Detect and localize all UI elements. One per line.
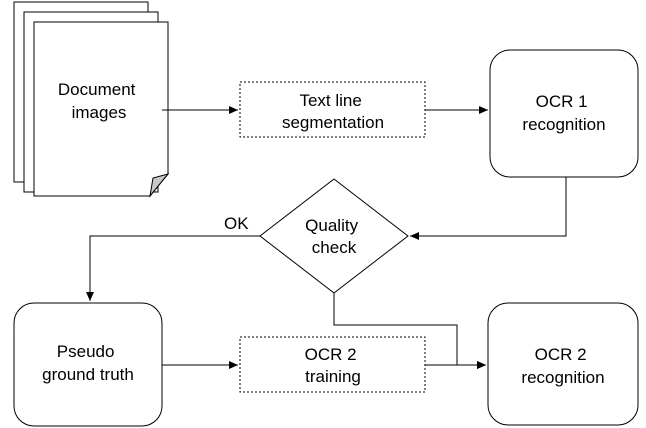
edge-ocr1-to-quality-check <box>410 177 567 240</box>
quality-check-label-2: check <box>312 238 357 257</box>
svg-text:OCR 2 recognition: OCR 2 recognition <box>521 345 604 387</box>
ocr2-training-label-2: training <box>305 367 361 386</box>
page-fold-icon <box>149 173 170 198</box>
pseudo-ground-truth-label-2: ground truth <box>42 365 134 384</box>
svg-text:Quality check: Quality check <box>305 216 363 257</box>
document-images-label-1: Document <box>58 80 136 99</box>
ocr2-recognition-label-2: recognition <box>521 368 604 387</box>
ocr2-training-node: OCR 2 training <box>239 336 426 393</box>
ocr2-recognition-label-1: OCR 2 <box>535 345 587 364</box>
ocr2-training-label-1: OCR 2 <box>305 345 357 364</box>
edge-quality-check-ok-to-pseudo <box>86 235 260 301</box>
quality-check-label-1: Quality <box>305 216 358 235</box>
ocr1-recognition-label-1: OCR 1 <box>536 92 588 111</box>
text-line-segmentation-label-1: Text line <box>299 91 361 110</box>
document-images-label-2: images <box>72 103 127 122</box>
ocr1-recognition-label-2: recognition <box>522 115 605 134</box>
document-images-node: Document images <box>13 1 170 198</box>
quality-check-node: Quality check <box>259 178 409 294</box>
svg-text:OCR 1 recognition: OCR 1 recognition <box>522 92 605 134</box>
ocr2-recognition-node: OCR 2 recognition <box>487 302 639 426</box>
ocr1-recognition-node: OCR 1 recognition <box>489 49 639 178</box>
svg-text:Pseudo ground truth: Pseudo ground truth <box>42 342 134 384</box>
pseudo-ground-truth-node: Pseudo ground truth <box>13 302 163 427</box>
pseudo-ground-truth-label-1: Pseudo <box>57 342 115 361</box>
text-line-segmentation-node: Text line segmentation <box>239 81 426 138</box>
ok-edge-label: OK <box>224 214 249 233</box>
svg-text:Text line segmentation: Text line segmentation <box>282 91 384 132</box>
text-line-segmentation-label-2: segmentation <box>282 113 384 132</box>
svg-text:OCR 2 training: OCR 2 training <box>305 345 362 386</box>
svg-text:Document images: Document images <box>58 80 140 122</box>
